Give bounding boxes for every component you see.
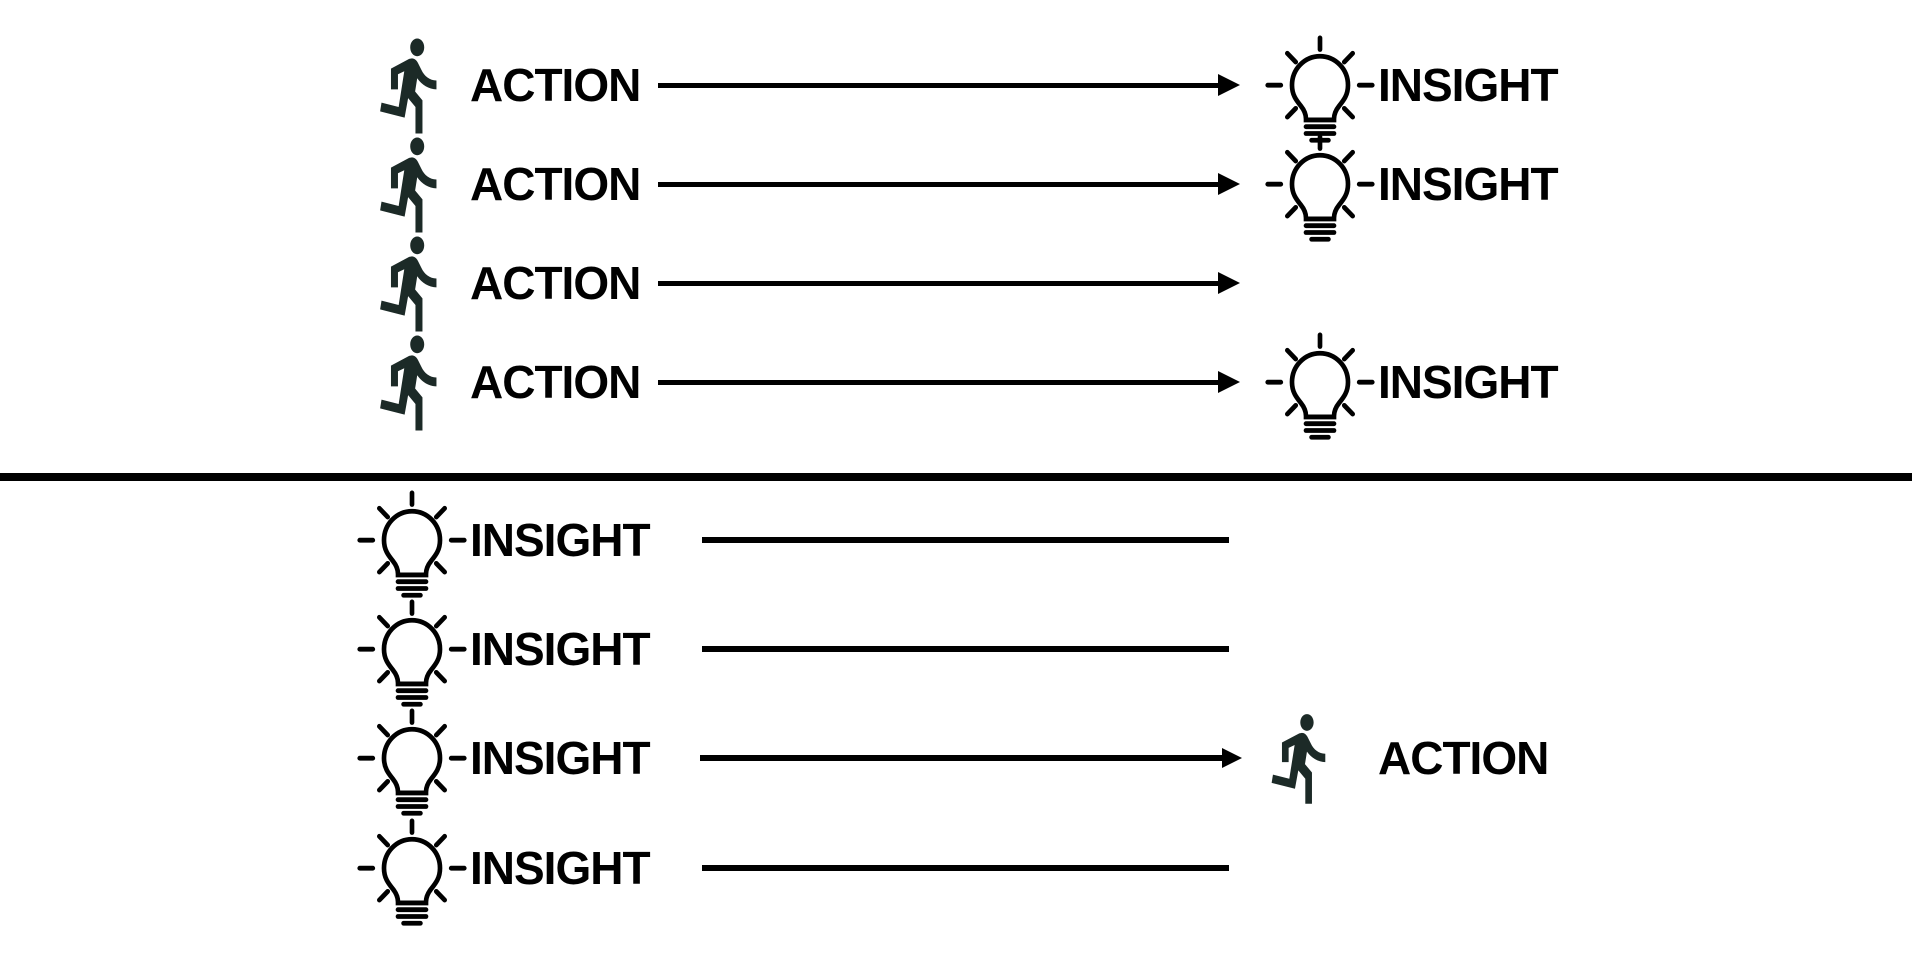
- action-label: ACTION: [1378, 732, 1549, 784]
- lightbulb-icon: [356, 490, 468, 602]
- row-insight-4: INSIGHT: [0, 806, 1920, 930]
- lightbulb-icon: [356, 708, 468, 820]
- line-shaft: [702, 537, 1229, 543]
- line-connector: [702, 646, 1229, 652]
- line-shaft: [702, 865, 1229, 871]
- row-insight-3-to-action: INSIGHT ACTION: [0, 696, 1920, 820]
- arrow-shaft: [658, 280, 1218, 286]
- insight-label: INSIGHT: [470, 514, 651, 566]
- arrowhead-icon: [1218, 272, 1240, 294]
- action-label: ACTION: [470, 158, 641, 210]
- line-connector: [702, 537, 1229, 543]
- runner-icon: [380, 335, 437, 431]
- row-insight-1: INSIGHT: [0, 478, 1920, 602]
- arrow-shaft: [658, 181, 1218, 187]
- row-action-3-no-insight: ACTION: [0, 221, 1920, 345]
- row-action-4: ACTION INSIGHT: [0, 320, 1920, 444]
- action-label: ACTION: [470, 59, 641, 111]
- row-action-1: ACTION INSIGHT: [0, 23, 1920, 147]
- lightbulb-icon: [1264, 332, 1376, 444]
- section-divider: [0, 473, 1912, 481]
- arrow-connector: [658, 272, 1240, 294]
- arrow-connector: [658, 371, 1240, 393]
- runner-icon: [1271, 714, 1326, 804]
- arrow-shaft: [658, 379, 1218, 385]
- line-shaft: [702, 646, 1229, 652]
- lightbulb-icon: [356, 599, 468, 711]
- arrow-connector: [658, 74, 1240, 96]
- insight-label: INSIGHT: [470, 732, 651, 784]
- arrow-shaft: [658, 82, 1218, 88]
- insight-label: INSIGHT: [470, 623, 651, 675]
- lightbulb-icon: [356, 818, 468, 930]
- arrowhead-icon: [1218, 173, 1240, 195]
- action-label: ACTION: [470, 257, 641, 309]
- arrowhead-icon: [1218, 74, 1240, 96]
- insight-label: INSIGHT: [1378, 356, 1559, 408]
- action-label: ACTION: [470, 356, 641, 408]
- arrowhead-icon: [1222, 748, 1242, 768]
- insight-label: INSIGHT: [1378, 158, 1559, 210]
- insight-label: INSIGHT: [1378, 59, 1559, 111]
- line-connector: [702, 865, 1229, 871]
- arrow-connector: [658, 173, 1240, 195]
- row-action-2: ACTION INSIGHT: [0, 122, 1920, 246]
- insight-label: INSIGHT: [470, 842, 651, 894]
- arrow-connector: [700, 748, 1242, 768]
- arrow-shaft: [700, 755, 1222, 761]
- row-insight-2: INSIGHT: [0, 587, 1920, 711]
- arrowhead-icon: [1218, 371, 1240, 393]
